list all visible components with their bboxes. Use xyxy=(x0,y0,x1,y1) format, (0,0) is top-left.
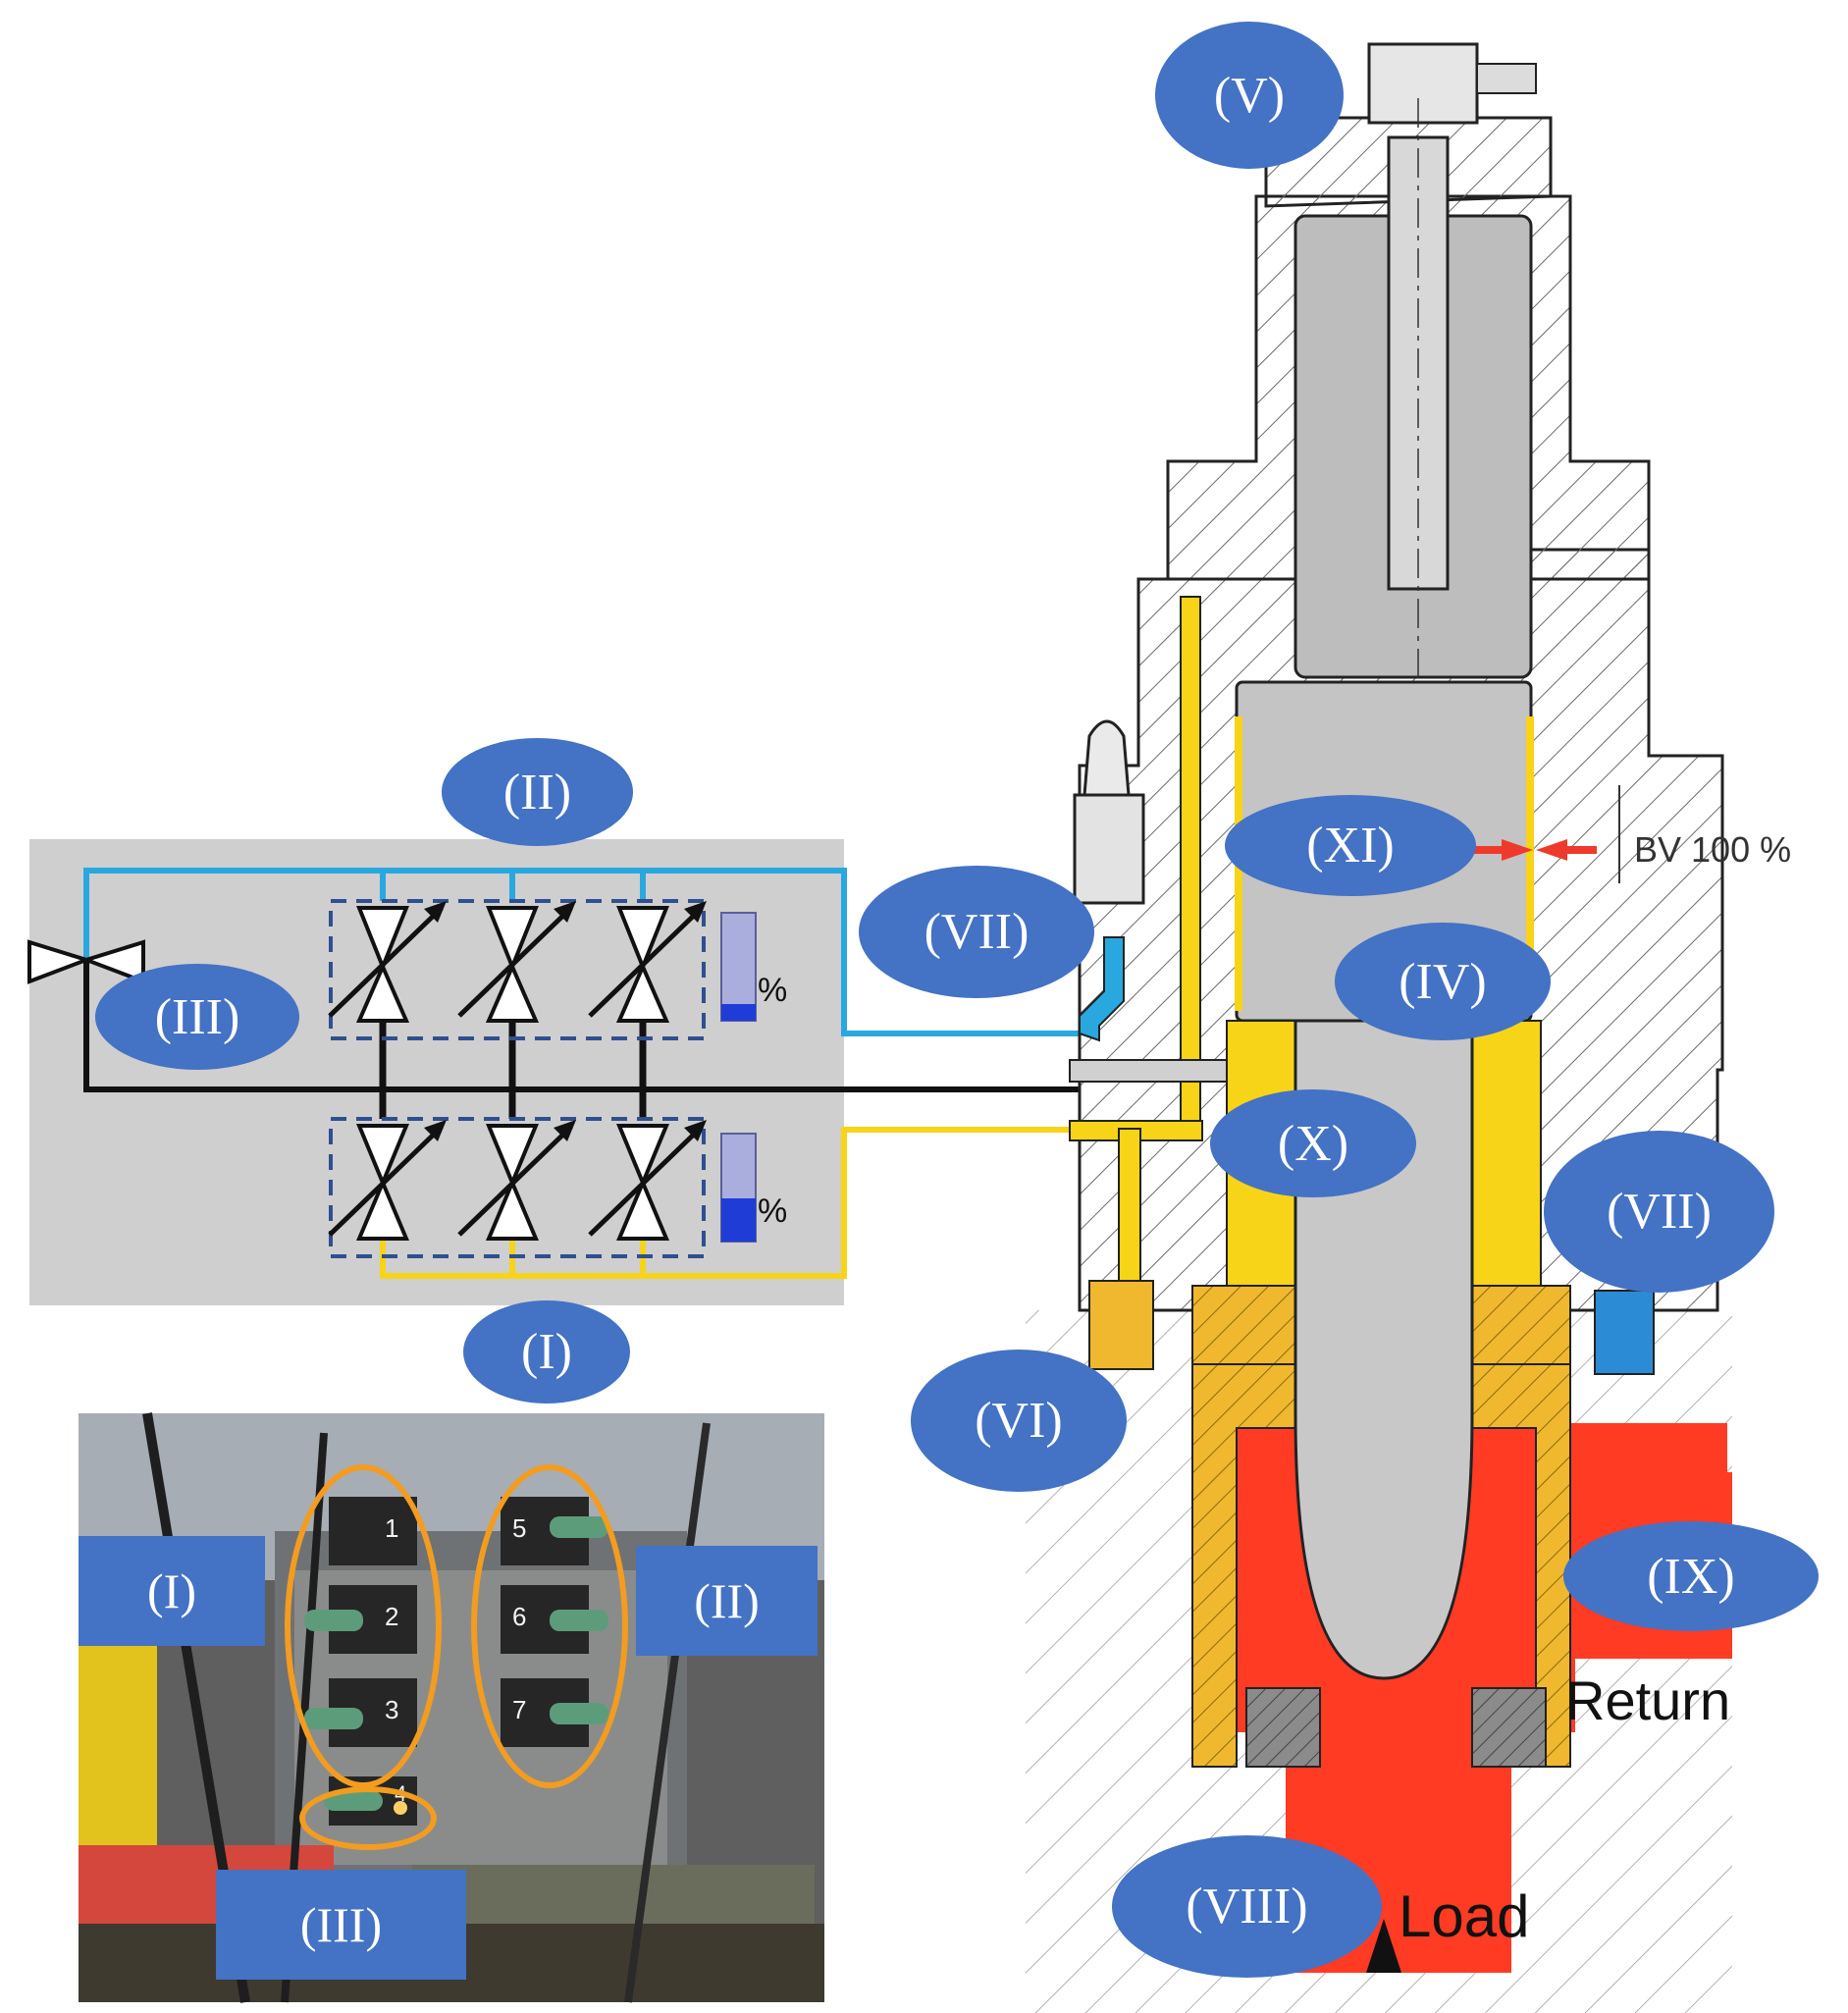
callout-VI: (VI) xyxy=(911,1350,1127,1492)
callout-V: (V) xyxy=(1155,22,1344,169)
prop-valve-icon xyxy=(588,1120,707,1241)
pilot-plug xyxy=(1073,793,1145,905)
callout-XI: (XI) xyxy=(1225,795,1476,896)
sensor-connector xyxy=(1476,63,1537,94)
seal-block-right xyxy=(1471,1687,1547,1768)
feed-channel-down xyxy=(1118,1128,1141,1287)
valve-group-upper xyxy=(329,899,706,1040)
callout-III-left: (III) xyxy=(95,964,299,1070)
seat-top-left xyxy=(1191,1285,1311,1365)
load-arrow xyxy=(1366,1919,1401,1973)
seal-block-left xyxy=(1245,1687,1321,1768)
callout-VII-left: (VII) xyxy=(859,866,1094,998)
callout-II-top: (II) xyxy=(442,738,633,846)
prop-valve-icon xyxy=(457,901,576,1023)
prop-valve-icon xyxy=(588,901,707,1023)
callout-VII-right: (VII) xyxy=(1544,1131,1774,1293)
pressure-channel-blue xyxy=(1079,936,1125,1042)
highlight-group-III xyxy=(299,1786,437,1850)
gauge-bottom-fill xyxy=(721,1198,756,1242)
photo-label-II: (II) xyxy=(636,1546,818,1656)
pressure-line-blue xyxy=(83,868,1080,1036)
gauge-top-percent: % xyxy=(758,972,788,1009)
callout-X: (X) xyxy=(1210,1089,1416,1197)
gauge-bottom-percent: % xyxy=(758,1192,788,1230)
highlight-group-I xyxy=(285,1464,442,1788)
feed-channel-vertical xyxy=(1180,596,1201,1133)
bv-arrows xyxy=(1472,839,1597,861)
prop-valve-icon xyxy=(328,901,447,1023)
photo-label-I: (I) xyxy=(79,1536,265,1646)
return-label: Return xyxy=(1565,1669,1731,1731)
load-line-black xyxy=(83,960,1080,1092)
bv-label: BV 100 % xyxy=(1634,829,1792,870)
photo-label-III: (III) xyxy=(216,1870,466,1980)
prop-valve-icon xyxy=(328,1120,447,1241)
load-label: Load xyxy=(1399,1883,1530,1949)
callout-IV: (IV) xyxy=(1335,923,1551,1040)
sensor-port-blue xyxy=(1594,1290,1655,1375)
valve-group-lower xyxy=(329,1117,706,1258)
load-port-horizontal xyxy=(1069,1059,1228,1083)
gauge-top-fill xyxy=(721,1004,756,1021)
feed-line-yellow xyxy=(380,1127,1080,1279)
seat-top-right xyxy=(1461,1285,1571,1365)
callout-VIII: (VIII) xyxy=(1112,1835,1382,1978)
callout-IX: (IX) xyxy=(1563,1521,1819,1631)
feed-channel-side-right xyxy=(1526,716,1534,1011)
highlight-group-II xyxy=(471,1464,628,1788)
sensor-head xyxy=(1367,42,1479,125)
shutoff-valve-icon xyxy=(27,939,145,984)
prop-valve-icon xyxy=(457,1120,576,1241)
callout-I-bottom: (I) xyxy=(463,1300,630,1404)
pilot-plug-top xyxy=(1082,719,1131,797)
sensor-port-yellow xyxy=(1088,1280,1154,1370)
